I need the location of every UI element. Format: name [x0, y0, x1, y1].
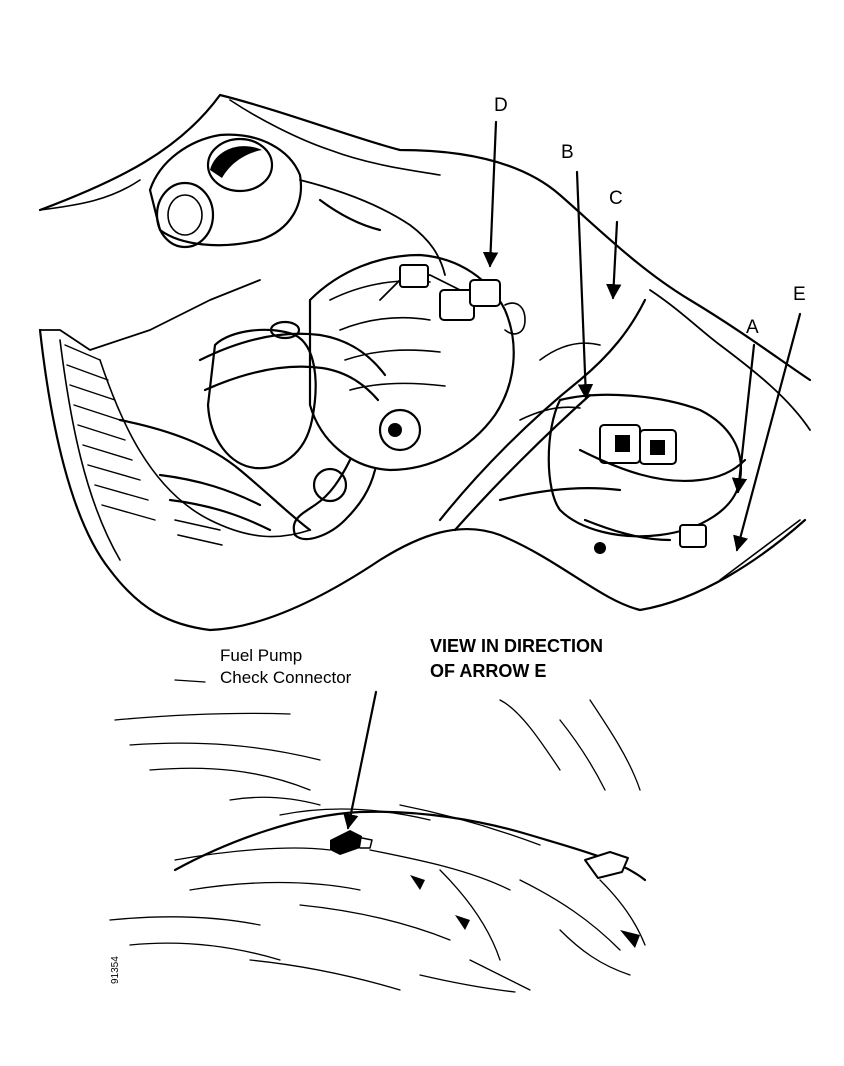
- callout-d-arrow: [482, 120, 499, 268]
- callout-c-arrow: [606, 220, 622, 300]
- detail-view-illustration: Fuel Pump Check Connector VIEW IN DIRECT…: [109, 636, 647, 993]
- view-direction-line2: OF ARROW E: [430, 661, 546, 681]
- callout-b-arrow: [575, 170, 594, 400]
- callout-e-arrow: [733, 312, 802, 552]
- callout-d: D: [482, 95, 508, 268]
- callout-b: B: [561, 142, 594, 400]
- callout-b-label: B: [561, 142, 574, 163]
- callout-c: C: [606, 188, 623, 300]
- callout-c-label: C: [609, 188, 623, 209]
- callout-a: A: [731, 317, 759, 494]
- engine-bay-illustration: [38, 93, 812, 632]
- callout-a-label: A: [746, 317, 759, 338]
- view-direction-line1: VIEW IN DIRECTION: [430, 636, 603, 656]
- callout-d-label: D: [494, 95, 508, 116]
- callout-e: E: [733, 284, 806, 552]
- callout-a-arrow: [731, 343, 756, 494]
- drawing-id-number: 91354: [110, 956, 121, 984]
- connector-pointer-arrow: [343, 690, 378, 830]
- callout-e-label: E: [793, 284, 806, 305]
- fuel-pump-check-connector: [330, 830, 373, 855]
- connector-label-line2: Check Connector: [220, 668, 352, 687]
- connector-label-line1: Fuel Pump: [220, 646, 302, 665]
